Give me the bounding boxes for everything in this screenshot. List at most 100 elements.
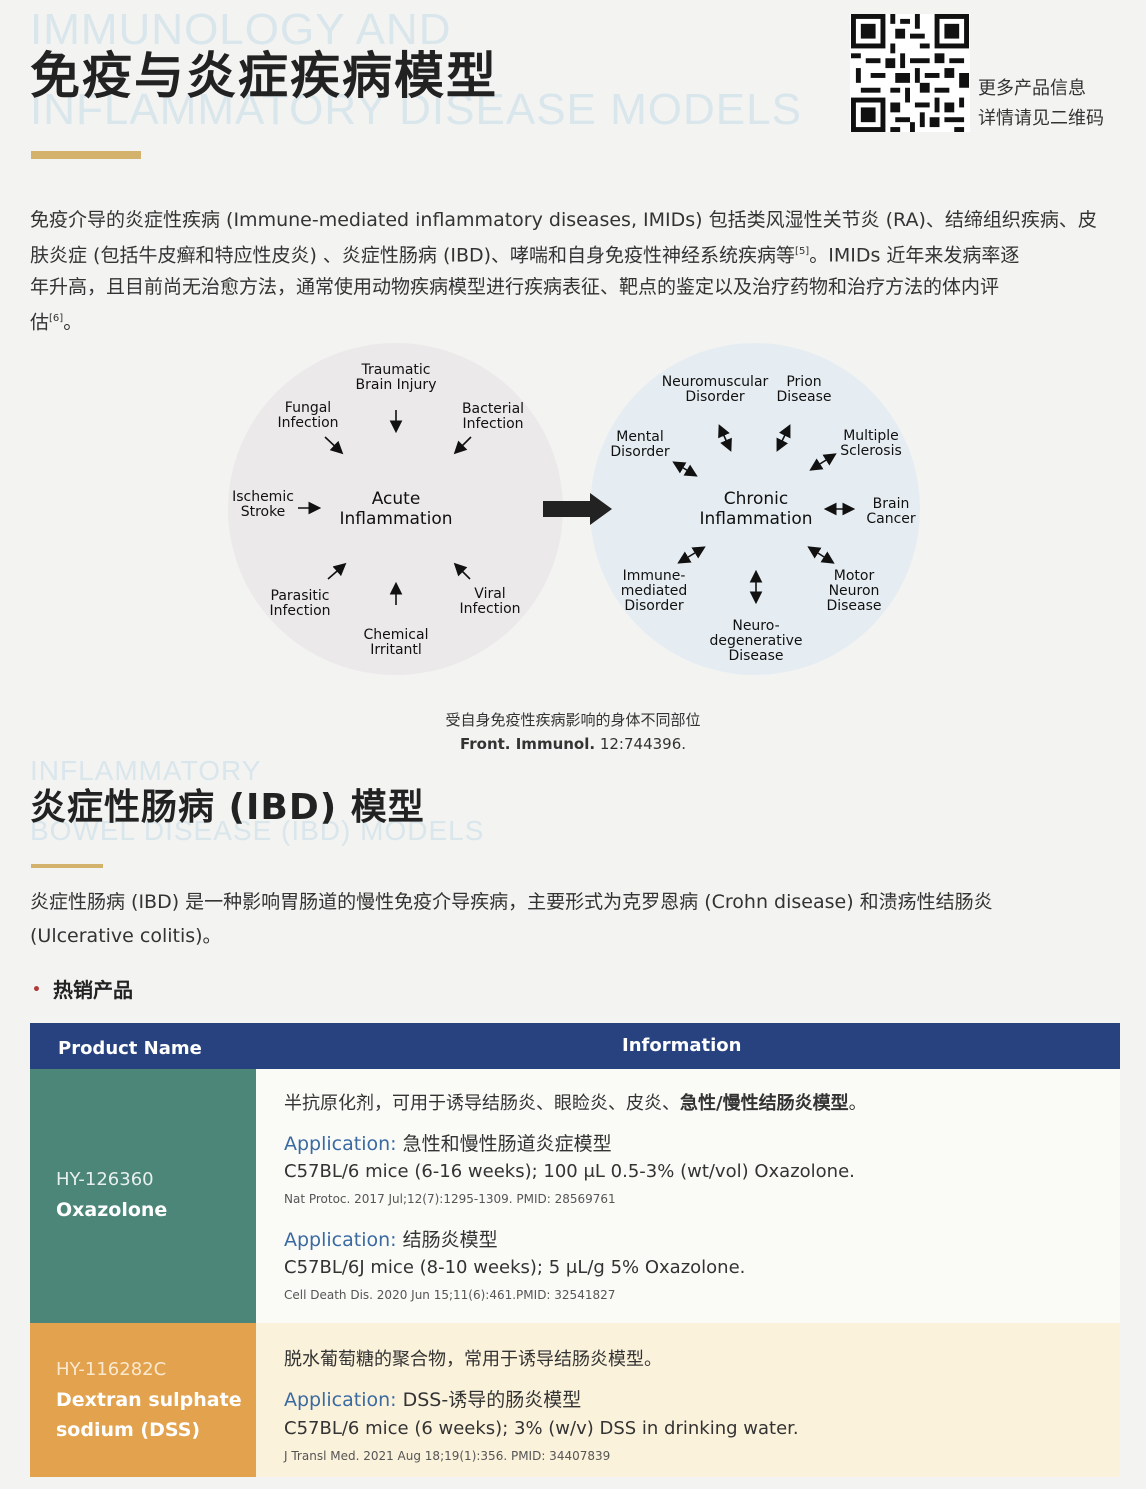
label-neuromuscular-l2: Disorder: [685, 389, 745, 405]
label-chemical-irritant: Chemical Irritantl: [356, 628, 436, 658]
acute-label-line2: Inflammation: [339, 509, 453, 529]
label-fungal-infection: Fungal Infection: [268, 401, 348, 431]
label-traumatic-brain-injury: Traumatic Brain Injury: [346, 363, 446, 393]
label-immune-mediated-disorder: Immune- mediated Disorder: [614, 569, 694, 614]
label-prion-l2: Disease: [776, 389, 832, 405]
application-1-detail: C57BL/6 mice (6-16 weeks); 100 μL 0.5-3%…: [284, 1161, 855, 1182]
bg-title-line1: IMMUNOLOGY AND: [30, 5, 452, 54]
label-prion-l1: Prion: [786, 374, 822, 390]
label-chemical-l1: Chemical: [363, 627, 429, 643]
label-motor-l2: Neuron: [828, 583, 880, 599]
label-neuromuscular-disorder: Neuromuscular Disorder: [660, 375, 770, 405]
intro-line2-text: 肤炎症 (包括牛皮癣和特应性皮炎) 、炎症性肠病 (IBD)、哮喘和自身免疫性神…: [30, 244, 796, 267]
label-brain-l1: Brain: [872, 496, 910, 512]
acute-label-line1: Acute: [371, 489, 421, 509]
qr-caption-line1: 更多产品信息: [978, 78, 1086, 99]
application-2-detail: C57BL/6J mice (8-10 weeks); 5 μL/g 5% Ox…: [284, 1257, 746, 1278]
application-text: 结肠炎模型: [396, 1229, 498, 1251]
label-neuro-l1: Neuro-: [732, 618, 780, 634]
label-multiple-l2: Sclerosis: [840, 443, 902, 459]
application-1: Application: DSS-诱导的肠炎模型: [284, 1385, 581, 1412]
label-neuro-l3: Disease: [728, 648, 784, 664]
label-motor-l1: Motor: [833, 568, 875, 584]
label-fungal-l2: Infection: [277, 415, 339, 431]
label-neuro-l2: degenerative: [709, 633, 803, 649]
label-mental-l1: Mental: [616, 429, 664, 445]
label-ischemic-l1: Ischemic: [232, 489, 294, 505]
qr-code-icon[interactable]: [850, 14, 970, 132]
product-name: Oxazolone: [56, 1199, 168, 1221]
arrow-motor: [807, 546, 835, 564]
label-mental-disorder: Mental Disorder: [604, 430, 676, 460]
application-1-reference: J Transl Med. 2021 Aug 18;19(1):356. PMI…: [284, 1449, 611, 1463]
table-row-info: 半抗原化剂，可用于诱导结肠炎、眼睑炎、皮炎、急性/慢性结肠炎模型。 Applic…: [256, 1069, 1120, 1323]
label-traumatic-l1: Traumatic: [361, 362, 431, 378]
label-prion-disease: Prion Disease: [770, 375, 838, 405]
label-parasitic-l2: Infection: [269, 603, 331, 619]
ibd-section-title: 炎症性肠病 (IBD) 模型: [30, 787, 425, 828]
diagram-arrows: [298, 410, 856, 605]
ibd-title-underline: [31, 864, 103, 868]
label-mental-l2: Disorder: [610, 444, 670, 460]
intro-line2: 肤炎症 (包括牛皮癣和特应性皮炎) 、炎症性肠病 (IBD)、哮喘和自身免疫性神…: [30, 236, 1120, 271]
label-brain-cancer: Brain Cancer: [860, 497, 922, 527]
description-highlight: 急性/慢性结肠炎模型: [680, 1093, 849, 1114]
label-brain-l2: Cancer: [866, 511, 916, 527]
ibd-paragraph: 炎症性肠病 (IBD) 是一种影响胃肠道的慢性免疫介导疾病，主要形式为克罗恩病 …: [30, 885, 1120, 953]
label-immune-l2: mediated: [620, 583, 688, 599]
table-header: Product Name Information: [30, 1023, 1120, 1069]
product-description: 半抗原化剂，可用于诱导结肠炎、眼睑炎、皮炎、急性/慢性结肠炎模型。: [284, 1089, 867, 1115]
product-name: Dextran sulphate sodium (DSS): [56, 1385, 242, 1445]
description-text: 半抗原化剂，可用于诱导结肠炎、眼睑炎、皮炎、: [284, 1093, 680, 1114]
application-2-reference: Cell Death Dis. 2020 Jun 15;11(6):461.PM…: [284, 1288, 616, 1302]
hot-products-heading: • 热销产品: [32, 974, 133, 1003]
qr-caption-line2: 详情请见二维码: [978, 108, 1104, 129]
intro-line2-text-b: 。IMIDs 近年来发病率逐: [809, 244, 1020, 267]
table-row-info: 脱水葡萄糖的聚合物，常用于诱导结肠炎模型。 Application: DSS-诱…: [256, 1323, 1120, 1477]
application-label: Application:: [284, 1133, 397, 1155]
background-english-title: IMMUNOLOGY AND INFLAMMATORY DISEASE MODE…: [30, 8, 830, 132]
label-parasitic-infection: Parasitic Infection: [260, 589, 340, 619]
arrow-prion: [776, 424, 791, 452]
application-text: DSS-诱导的肠炎模型: [396, 1389, 582, 1411]
citation-6: [6]: [49, 313, 64, 325]
table-row-product[interactable]: HY-126360 Oxazolone: [30, 1069, 256, 1323]
arrow-bacterial: [453, 436, 472, 455]
bullet-icon: •: [32, 982, 41, 998]
application-1-reference: Nat Protoc. 2017 Jul;12(7):1295-1309. PM…: [284, 1192, 616, 1206]
label-neuromuscular-l1: Neuromuscular: [661, 374, 769, 390]
label-bacterial-l1: Bacterial: [461, 401, 525, 417]
hot-products-label: 热销产品: [52, 978, 133, 1002]
label-multiple-sclerosis: Multiple Sclerosis: [834, 429, 908, 459]
title-underline: [31, 151, 141, 159]
label-multiple-l1: Multiple: [843, 428, 899, 444]
bg-title-line2: INFLAMMATORY DISEASE MODELS: [30, 85, 802, 134]
acute-inflammation-circle: [228, 343, 563, 675]
label-viral-l1: Viral: [474, 586, 506, 602]
intro-line4-text: 估: [30, 311, 50, 334]
chronic-label-line2: Inflammation: [699, 509, 813, 529]
description-end: 。: [848, 1093, 867, 1114]
chronic-label-line1: Chronic: [723, 489, 789, 509]
arrow-multiple: [809, 453, 837, 471]
table-row-product[interactable]: HY-116282C Dextran sulphate sodium (DSS): [30, 1323, 256, 1477]
ibd-background-title: INFLAMMATORY BOWEL DISEASE (IBD) MODELS: [30, 756, 830, 846]
arrow-neuromuscular: [718, 424, 732, 452]
label-immune-l1: Immune-: [622, 568, 686, 584]
label-ischemic-l2: Stroke: [240, 504, 286, 520]
acute-inflammation-label: Acute Inflammation: [336, 489, 456, 529]
diagram-caption: 受自身免疫性疾病影响的身体不同部位: [445, 711, 701, 729]
arrow-fungal: [324, 436, 344, 455]
intro-line1: 免疫介导的炎症性疾病 (Immune-mediated inflammatory…: [30, 209, 1097, 231]
header-product-name: Product Name: [58, 1038, 202, 1059]
application-2: Application: 结肠炎模型: [284, 1225, 498, 1252]
transition-arrow: [543, 493, 612, 525]
product-id: HY-126360: [56, 1169, 154, 1190]
product-name-line1: Dextran sulphate: [56, 1389, 242, 1411]
label-motor-neuron-disease: Motor Neuron Disease: [816, 569, 892, 614]
application-label: Application:: [284, 1229, 397, 1251]
citation-5: [5]: [795, 246, 810, 257]
label-fungal-l1: Fungal: [284, 400, 332, 416]
chronic-inflammation-label: Chronic Inflammation: [696, 489, 816, 529]
diagram-reference: Front. Immunol. 12:744396.: [0, 735, 1146, 753]
